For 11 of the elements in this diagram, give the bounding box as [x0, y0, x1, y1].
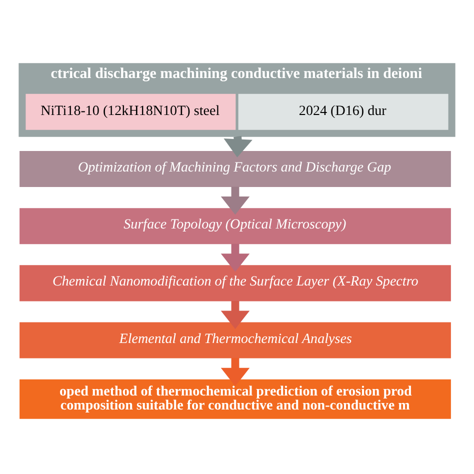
arrow — [220, 186, 250, 214]
node-box: Chemical Nanomodification of the Surface Layer (X-Ray Spectro — [20, 264, 451, 301]
node-box: Optimization of Machining Factors and Discharge Gap — [20, 150, 451, 186]
arrow — [220, 358, 250, 386]
node-box: Elemental and Thermochemical Analyses — [20, 322, 451, 358]
node-box: NiTi18-10 (12kH18N10T) steel — [26, 93, 236, 130]
node-box: 2024 (D16) dur — [238, 93, 448, 130]
arrow — [220, 243, 250, 272]
arrow — [220, 300, 250, 328]
node-box: Surface Topology (Optical Microscopy) — [20, 208, 451, 244]
node-box: oped method of thermochemical prediction of erosion prod composition suitable for conductive and non-conductive m — [20, 378, 451, 418]
